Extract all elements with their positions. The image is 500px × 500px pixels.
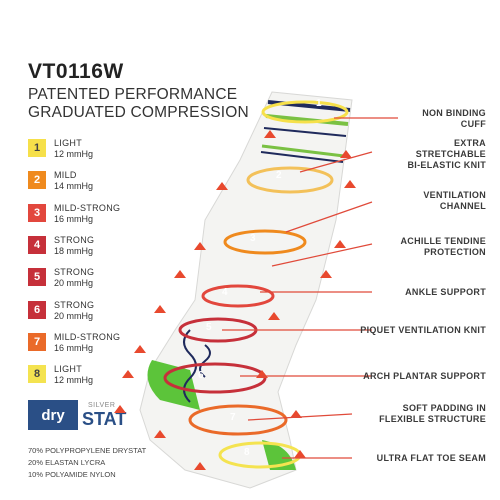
arrow-icon: [154, 430, 166, 438]
arrow-icon: [334, 240, 346, 248]
compression-ring-3: [223, 229, 307, 255]
material-line-2: 20% ELASTAN LYCRA: [28, 458, 106, 467]
arrow-icon: [216, 182, 228, 190]
ring-number-3: 3: [250, 233, 256, 244]
material-line-3: 10% POLYAMIDE NYLON: [28, 470, 116, 479]
cuff-stripe-navy-2: [263, 127, 347, 137]
level-number-badge: 7: [28, 332, 46, 351]
leader-line: [299, 151, 373, 173]
ring-number-7: 7: [230, 412, 236, 423]
feature-flat-toe-seam: ULTRA FLAT TOE SEAM: [376, 453, 486, 463]
level-pressure: 20 mmHg: [54, 310, 94, 321]
lower-stripe-navy: [260, 151, 344, 163]
ring-number-4: 4: [222, 287, 228, 298]
level-pressure: 16 mmHg: [54, 342, 94, 353]
level-number-badge: 1: [28, 139, 46, 157]
level-number-badge: 4: [28, 235, 46, 254]
drystat-logo-silver: SILVER: [88, 402, 116, 409]
feature-ankle-support: ANKLE SUPPORT: [405, 287, 486, 297]
arrow-icon: [268, 312, 280, 320]
ring-number-2: 2: [276, 170, 282, 181]
arrow-icon: [154, 305, 166, 313]
ring-number-6: 6: [198, 370, 204, 381]
level-number-badge: 5: [28, 268, 46, 287]
feature-stretchable-knit: EXTRA STRETCHABLE BI-ELASTIC KNIT: [407, 138, 486, 170]
level-name: STRONG: [54, 267, 95, 278]
drystat-logo-box: dry: [28, 400, 78, 430]
ring-number-8: 8: [244, 447, 250, 458]
level-name: LIGHT: [54, 364, 83, 375]
drystat-logo-stat: STAT: [82, 409, 127, 429]
ring-number-5: 5: [206, 322, 212, 333]
level-name: STRONG: [54, 234, 95, 245]
compression-ring-2: [246, 166, 334, 194]
arrow-icon: [294, 450, 306, 458]
product-model: VT0116W: [28, 60, 124, 83]
arrow-icon: [264, 130, 276, 138]
arrow-icon: [194, 462, 206, 470]
compression-arrows: [114, 130, 356, 470]
scroll-pattern-2: [199, 344, 211, 378]
feature-leader-lines: [222, 117, 398, 459]
leader-line: [247, 413, 353, 421]
level-name: MILD-STRONG: [54, 331, 121, 342]
level-pressure: 12 mmHg: [54, 375, 94, 386]
arrow-icon: [320, 270, 332, 278]
level-pressure: 18 mmHg: [54, 245, 94, 256]
level-name: LIGHT: [54, 138, 83, 148]
feature-soft-padding: SOFT PADDING IN FLEXIBLE STRUCTURE: [379, 403, 486, 424]
arrow-icon: [290, 410, 302, 418]
level-name: MILD: [54, 170, 77, 181]
material-line-1: 70% POLYPROPYLENE DRYSTAT: [28, 446, 147, 455]
arrow-icon: [174, 270, 186, 278]
arrow-icon: [134, 345, 146, 353]
level-pressure: 14 mmHg: [54, 181, 94, 192]
arrow-icon: [340, 150, 352, 158]
subtitle-line-2: GRADUATED COMPRESSION: [28, 104, 249, 121]
level-number-badge: 6: [28, 300, 46, 319]
level-pressure: 16 mmHg: [54, 213, 94, 224]
compression-ring-7: [188, 404, 288, 436]
feature-arch-support: ARCH PLANTAR SUPPORT: [363, 371, 486, 381]
level-pressure: 20 mmHg: [54, 278, 94, 289]
arrow-icon: [344, 180, 356, 188]
sock-body: [139, 91, 353, 489]
arrow-icon: [114, 405, 126, 413]
level-name: MILD-STRONG: [54, 202, 121, 213]
level-number-badge: 2: [28, 171, 46, 190]
feature-ventilation-channel: VENTILATION CHANNEL: [423, 190, 486, 211]
compression-ring-1: [261, 100, 349, 124]
leader-line: [271, 243, 373, 267]
compression-ring-4: [201, 284, 275, 308]
arrow-icon: [194, 242, 206, 250]
level-number-badge: 8: [28, 365, 46, 384]
cuff-stripe-green: [265, 114, 349, 126]
lower-stripe-green: [261, 144, 345, 158]
feature-non-binding-cuff: NON BINDING CUFF: [422, 108, 486, 129]
subtitle-line-1: PATENTED PERFORMANCE: [28, 86, 238, 103]
level-pressure: 12 mmHg: [54, 149, 94, 159]
arrow-icon: [122, 370, 134, 378]
leader-line: [285, 201, 373, 233]
ring-number-1: 1: [316, 98, 322, 109]
feature-piquet-knit: PIQUET VENTILATION KNIT: [360, 325, 486, 335]
level-number-badge: 3: [28, 203, 46, 222]
feature-achille-protection: ACHILLE TENDINE PROTECTION: [400, 236, 486, 257]
level-name: STRONG: [54, 299, 95, 310]
